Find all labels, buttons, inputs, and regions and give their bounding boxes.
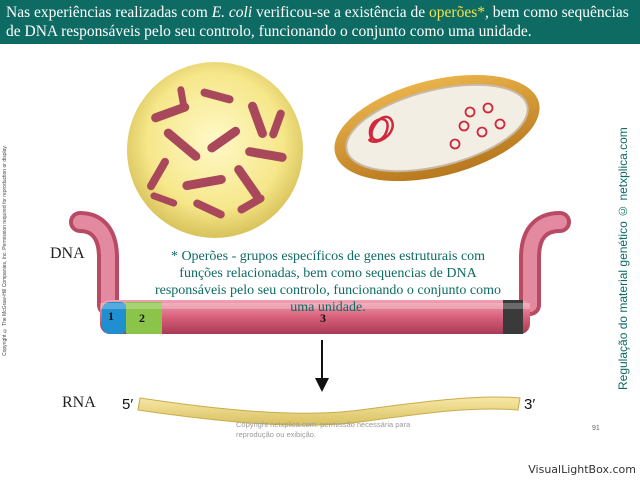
side-credit-text: Regulação do material genético © netxpli… bbox=[616, 127, 630, 390]
rna-strand bbox=[137, 396, 521, 426]
header-text-part1: Nas experiências realizadas com bbox=[6, 4, 212, 21]
dna-label: DNA bbox=[50, 245, 85, 262]
three-prime-label: 3′ bbox=[524, 396, 536, 413]
operon-footnote: * Operões - grupos específicos de genes … bbox=[154, 249, 502, 315]
copyright-vertical-text: Copyright © The McGraw-Hill Companies, I… bbox=[2, 145, 8, 356]
ecoli-micrograph bbox=[127, 62, 303, 238]
header-text-part3: , bem como sequências de DNA responsávei… bbox=[6, 4, 629, 40]
segment-2-label: 2 bbox=[139, 311, 145, 325]
dna-segment-2 bbox=[126, 302, 162, 334]
dna-segment-end bbox=[503, 300, 523, 334]
rna-label: RNA bbox=[62, 394, 96, 411]
transcription-arrow bbox=[315, 340, 329, 392]
segment-3-label: 3 bbox=[320, 311, 326, 325]
segment-1-label: 1 bbox=[108, 309, 114, 323]
visuallightbox-link[interactable]: VisualLightBox.com bbox=[528, 463, 636, 476]
dna-molecule bbox=[69, 211, 571, 334]
five-prime-label: 5′ bbox=[122, 396, 134, 413]
page-number: 91 bbox=[592, 425, 600, 432]
header-organism: E. coli bbox=[211, 4, 253, 21]
watermark-text: Copyright netxplica.com: permissão neces… bbox=[236, 420, 411, 439]
bacterial-cell bbox=[334, 74, 540, 182]
header-highlight-operoes: operões* bbox=[429, 4, 485, 21]
header-text-part2: verificou-se a existência de bbox=[252, 4, 430, 21]
header-banner: Nas experiências realizadas com E. coli … bbox=[0, 0, 640, 44]
dna-segment-1 bbox=[102, 302, 128, 334]
